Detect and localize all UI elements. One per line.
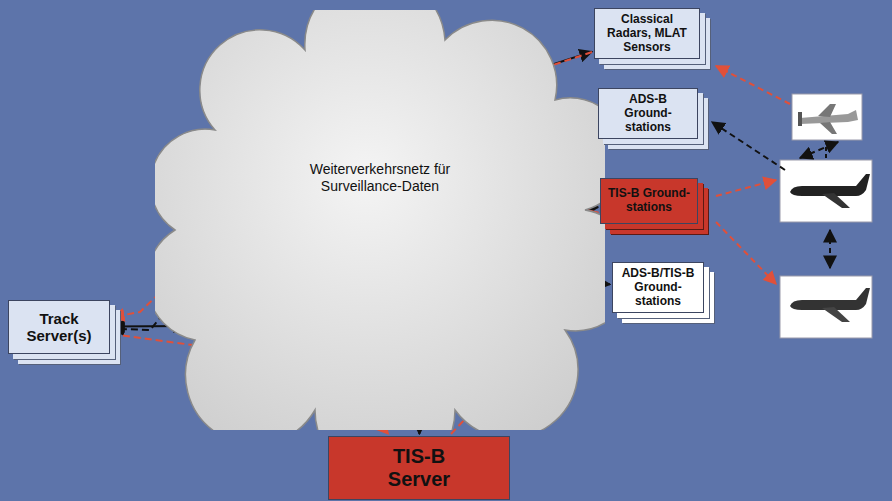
radio-link [716,222,776,284]
server-box: Track Server(s) [8,300,110,354]
node-label: Weiterverkehrsnetz für Surveillance-Date… [285,161,475,193]
node-label: ADS-B Ground-stations [604,93,692,134]
ground-station-box: TIS-B Ground-stations [600,178,698,224]
node-label: Track Server(s) [14,310,104,345]
ground-station-box: ADS-B/TIS-B Ground-stations [612,262,704,313]
radio-link [712,122,785,170]
aircraft-card [780,276,872,338]
node-label: TIS-B Ground-stations [606,187,692,215]
aircraft-card [780,160,872,222]
sensor-box: Classical Radars, MLAT Sensors [594,8,700,59]
radio-link [825,145,827,158]
radio-link [829,230,831,268]
node-label: Classical Radars, MLAT Sensors [600,13,694,54]
node-label: ADS-B/TIS-B Ground-stations [618,267,698,308]
radio-link [716,180,776,196]
network-cloud: Weiterverkehrsnetz für Surveillance-Date… [155,10,605,430]
node-label: TIS-B Server [374,445,464,491]
aircraft-card [792,94,862,140]
radio-link [800,142,838,158]
radio-link [716,66,790,104]
cloud-outline [155,10,605,430]
server-box: TIS-B Server [328,436,510,500]
ground-station-box: ADS-B Ground-stations [598,88,698,139]
